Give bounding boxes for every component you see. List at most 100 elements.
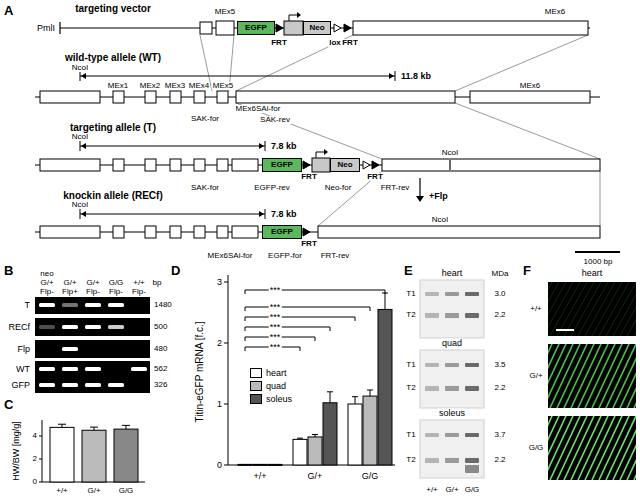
band-size: 3.7 (493, 431, 506, 439)
band-size: 500 (153, 323, 168, 331)
unit-label: MDa (491, 270, 510, 278)
gel-band (62, 347, 78, 351)
step-label: +Flp (428, 192, 449, 201)
genomic-box (236, 91, 455, 103)
significance-mark: *** (269, 333, 282, 342)
significance-mark: *** (269, 303, 282, 312)
exon-box (194, 91, 205, 103)
gel-band (39, 383, 55, 387)
band-name: GFP (10, 381, 31, 390)
genomic-box (232, 226, 258, 238)
bar (238, 464, 252, 465)
band-name: T1 (405, 361, 416, 369)
exon-box (217, 226, 228, 238)
bar (50, 427, 74, 482)
bar (308, 437, 322, 465)
gel-band (425, 458, 439, 463)
error-bar (90, 427, 98, 428)
lane-header: +/+ (132, 279, 146, 287)
significance-mark: *** (269, 313, 282, 322)
site-name: lox (328, 39, 342, 47)
axis-title: HW/BW [mg/g] (12, 420, 21, 482)
arrow-head (389, 73, 394, 79)
axis-tick (224, 282, 228, 283)
panel-letter: D (170, 264, 181, 277)
ncoi-site (80, 141, 81, 151)
bar (268, 464, 282, 465)
significance-bracket (245, 317, 355, 321)
significance-bracket (245, 307, 370, 311)
exon-box (217, 91, 228, 103)
tissue-name: heart (441, 269, 464, 278)
bar (363, 396, 377, 465)
striation (627, 416, 636, 480)
primer-name: FRT-rev (380, 184, 411, 192)
primer-name: SAK-for (190, 115, 220, 123)
category-label: G/+ (307, 472, 324, 481)
frt-site (303, 161, 310, 169)
exon-name: MEx3 (164, 82, 186, 90)
exon-box (113, 159, 124, 171)
tissue-name: soleus (438, 409, 466, 418)
error-bar (58, 424, 66, 425)
site-name: NcoI (431, 216, 449, 224)
frt-site (303, 228, 310, 236)
primer-name: FRT-rev (320, 252, 351, 260)
size-arrow (80, 214, 265, 215)
tick-label: 4 (32, 432, 38, 440)
striation (634, 282, 636, 336)
legend-swatch (250, 368, 262, 378)
band-name: T2 (405, 311, 416, 319)
significance-bracket (245, 327, 330, 331)
panel-letter: B (3, 264, 14, 277)
gel-image (420, 280, 484, 338)
gel-image (35, 297, 150, 314)
tick-label: 2 (216, 339, 223, 348)
striation (620, 416, 636, 480)
gel-band (465, 313, 479, 318)
exon-name: MEx4 (188, 82, 210, 90)
band-name: T2 (405, 384, 416, 392)
error-bar (352, 396, 358, 397)
box-label: EGFP (271, 228, 293, 236)
allele-title: wild-type allele (WT) (64, 53, 162, 63)
exon-name: MEx5 (214, 8, 236, 16)
egfp-box: EGFP (262, 225, 302, 239)
site-name: FRT (300, 240, 318, 248)
gel-band (445, 313, 459, 318)
ncoi-site (449, 160, 450, 170)
axis-tick (39, 436, 42, 437)
gel-band (445, 386, 459, 391)
genotype-label: +/+ (529, 305, 543, 313)
gel-band (425, 313, 439, 318)
significance-mark: *** (269, 286, 282, 295)
error-bar (330, 392, 331, 403)
legend-swatch (250, 381, 262, 391)
allele-title: targeting allele (T) (69, 123, 157, 133)
bar (378, 309, 392, 465)
gel-band (445, 458, 459, 463)
striation (548, 282, 573, 336)
exon-name: MEx6 (519, 82, 541, 90)
gel-band (465, 292, 479, 296)
category-label: +/+ (252, 472, 267, 481)
panel-letter: E (403, 264, 414, 277)
gel-band (39, 303, 55, 307)
genomic-box (40, 226, 100, 238)
primer-name: Neo-for (324, 184, 353, 192)
gel-band (445, 292, 459, 296)
band-name: Flp (16, 345, 31, 354)
error-bar (355, 397, 356, 404)
gel-image (420, 350, 484, 408)
exon-box (145, 91, 156, 103)
gel-band (445, 363, 459, 367)
site-name: FRT (366, 173, 384, 181)
striation (634, 416, 636, 480)
site-name: NcoI (71, 133, 89, 141)
genotype-label: G/+ (528, 372, 543, 380)
site-name: NcoI (71, 64, 89, 72)
primer-name: EGFP-for (267, 252, 303, 260)
bar (82, 430, 106, 482)
size-arrow (80, 146, 265, 147)
scale-bar (556, 329, 574, 331)
